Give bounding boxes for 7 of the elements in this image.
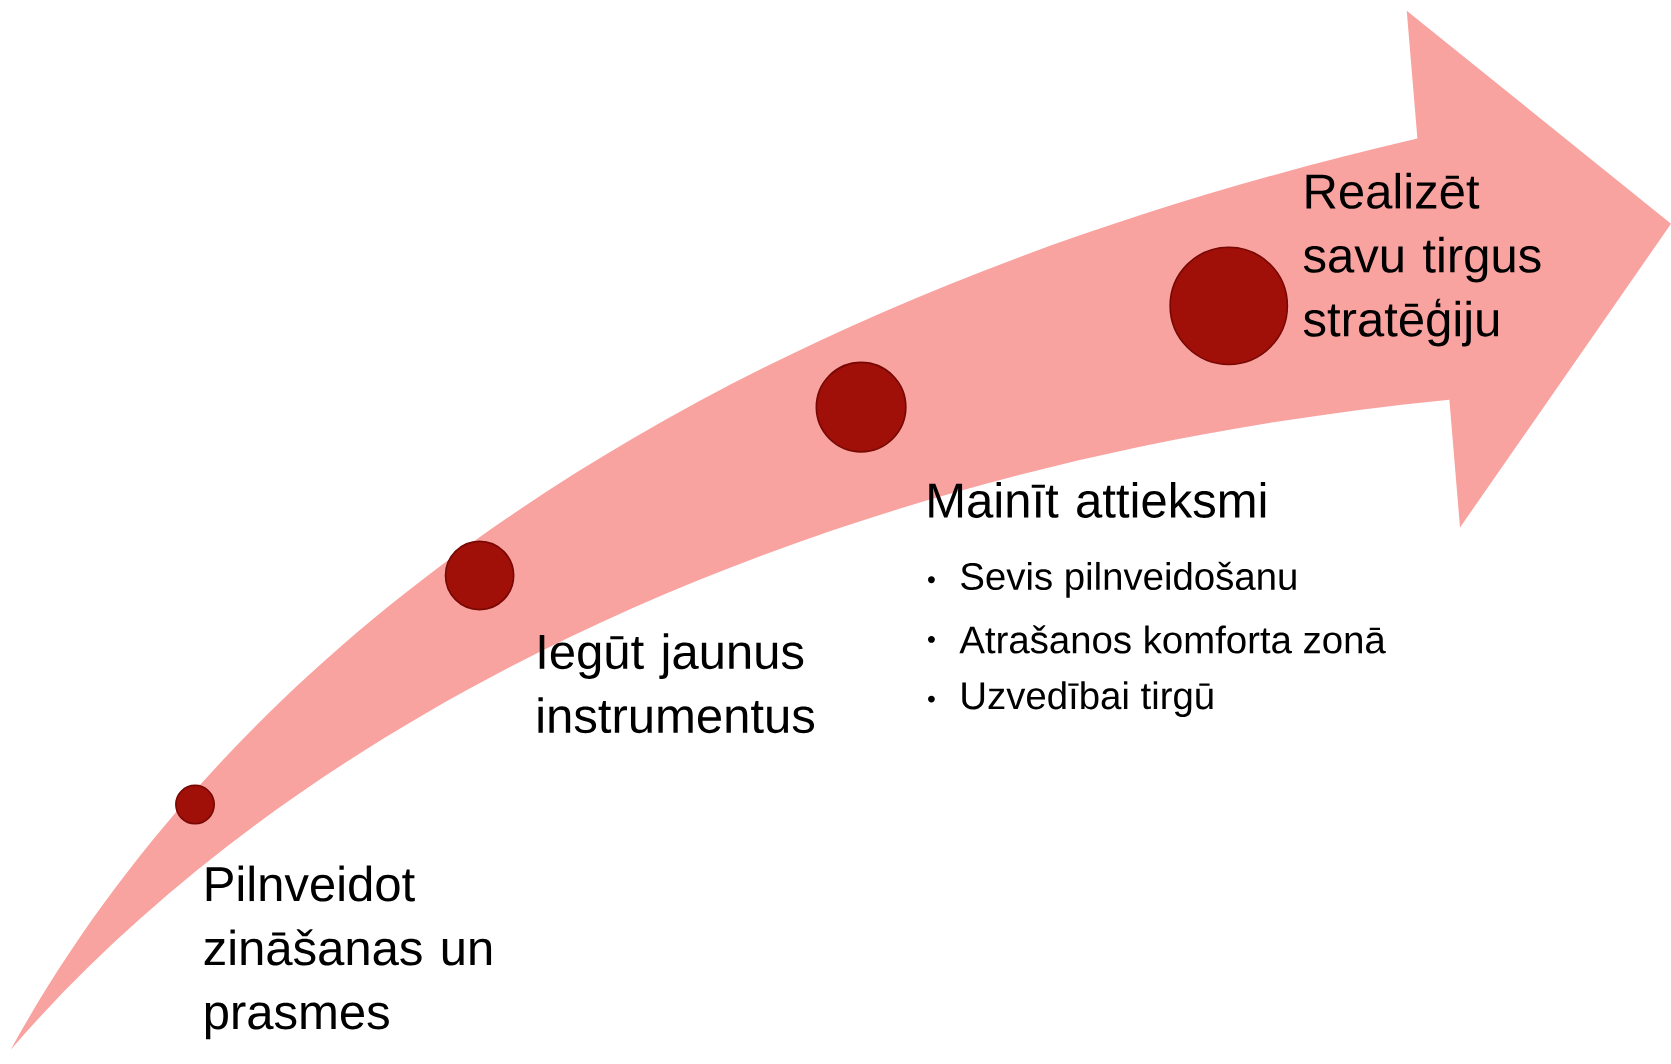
dot	[1169, 246, 1289, 366]
dot	[444, 540, 515, 611]
bullet-text: Atrašanos komforta zonā	[959, 625, 1386, 654]
dot	[175, 784, 215, 825]
bullet-text: Sevis pilnveidošanu	[961, 562, 1296, 598]
bullet-text: Uzvedībai tirgū	[962, 681, 1213, 718]
dot	[815, 361, 907, 453]
